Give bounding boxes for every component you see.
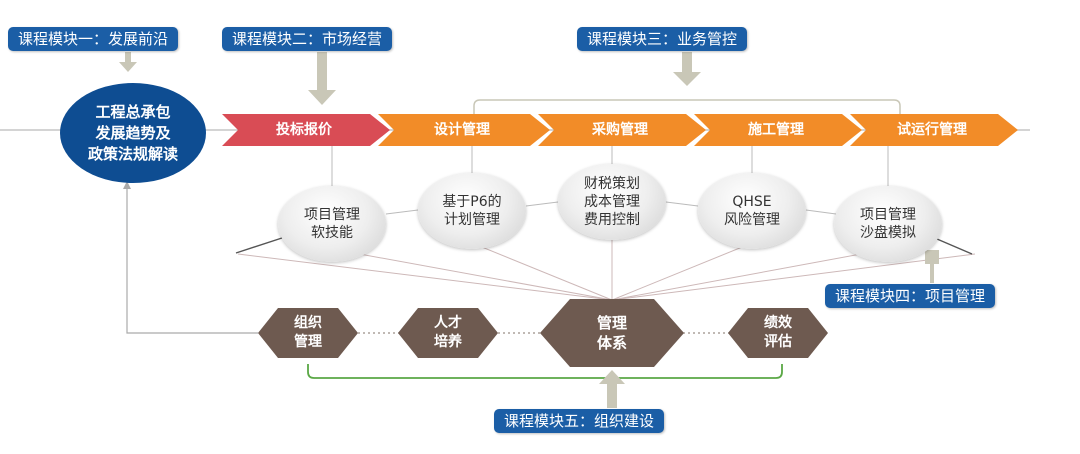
stage-construction-label: 施工管理	[748, 122, 804, 138]
arrow-module4	[925, 250, 939, 283]
module5-bracket	[307, 364, 783, 379]
skill-line: 项目管理	[860, 207, 916, 223]
spoke-line	[611, 248, 889, 301]
stage-procurement-label: 采购管理	[592, 122, 648, 138]
arrow-module1	[119, 52, 137, 72]
hexagon-line: 评估	[764, 334, 792, 350]
skill-line: 项目管理	[304, 207, 360, 223]
spoke-line	[611, 253, 976, 301]
arrow-module2	[308, 52, 336, 105]
skill-sandbox-simulation: 项目管理 沙盘模拟	[834, 186, 942, 262]
main-topic-circle: 工程总承包 发展趋势及 政策法规解读	[60, 83, 206, 183]
hexagon-line: 人才	[434, 315, 462, 331]
stage-commissioning-label: 试运行管理	[897, 122, 967, 138]
module1-label: 课程模块一：发展前沿	[8, 27, 179, 51]
stage-chevron-design	[378, 114, 550, 146]
stage-chevron-bidding	[222, 114, 390, 146]
skill-qhse-risk: QHSE 风险管理	[698, 173, 806, 249]
skill-line: 财税策划	[584, 176, 640, 192]
pointer-arrows	[119, 52, 939, 408]
spoke-line	[331, 248, 613, 301]
arrow-module3	[673, 52, 701, 86]
hexagon-org-management-text: 组织 管理	[258, 313, 358, 353]
skill-soft-skills: 项目管理 软技能	[278, 186, 386, 262]
hexagon-line: 管理	[596, 314, 627, 332]
skill-p6-planning: 基于P6的 计划管理	[418, 173, 526, 249]
stage-chevron-construction	[694, 114, 862, 146]
module4-label: 课程模块四：项目管理	[825, 284, 996, 308]
hexagon-line: 体系	[596, 334, 627, 352]
hexagon-performance-evaluation-text: 绩效 评估	[728, 313, 828, 353]
feedback-line	[126, 186, 258, 334]
main-topic-line1: 工程总承包	[95, 102, 171, 121]
spoke-line	[611, 242, 753, 301]
stage-chevron-commissioning	[850, 114, 1018, 146]
accent-tick-left	[235, 236, 286, 254]
skill-line: 费用控制	[584, 212, 640, 228]
module2-label: 课程模块二：市场经营	[222, 27, 393, 51]
stage-bidding-label: 投标报价	[276, 122, 332, 138]
spoke-lines	[237, 233, 976, 301]
arrow-module5	[599, 370, 625, 408]
module3-bracket	[473, 99, 901, 116]
skill-line: 风险管理	[724, 212, 780, 228]
module5-label: 课程模块五：组织建设	[494, 409, 665, 433]
hexagon-talent-development	[398, 308, 498, 358]
hexagon-performance-evaluation	[728, 308, 828, 358]
skill-cost-control: 财税策划 成本管理 费用控制	[558, 164, 666, 240]
hexagon-line: 组织	[294, 315, 322, 331]
main-topic-line2: 发展趋势及	[95, 123, 171, 142]
hexagon-management-system-text: 管理 体系	[557, 311, 667, 355]
skill-line: 软技能	[311, 225, 353, 241]
skill-line: 沙盘模拟	[860, 225, 916, 241]
skill-line: 基于P6的	[442, 194, 502, 210]
skill-line: 成本管理	[584, 194, 640, 210]
main-topic-line3: 政策法规解读	[87, 144, 178, 163]
stage-design-label: 设计管理	[434, 122, 490, 138]
skill-line: 计划管理	[444, 212, 500, 228]
spoke-line	[471, 242, 613, 301]
skill-connectors	[385, 201, 837, 215]
hexagon-line: 培养	[434, 334, 462, 350]
feedback-arrowhead	[123, 181, 131, 189]
hexagon-line: 绩效	[764, 315, 792, 331]
hexagon-talent-development-text: 人才 培养	[398, 313, 498, 353]
spoke-line	[237, 253, 613, 301]
hexagon-line: 管理	[294, 334, 322, 350]
skill-line: QHSE	[732, 194, 772, 210]
module3-label: 课程模块三：业务管控	[577, 27, 748, 51]
hexagon-management-system	[540, 299, 684, 367]
hexagon-org-management	[258, 308, 358, 358]
stage-chevron-procurement	[538, 114, 706, 146]
